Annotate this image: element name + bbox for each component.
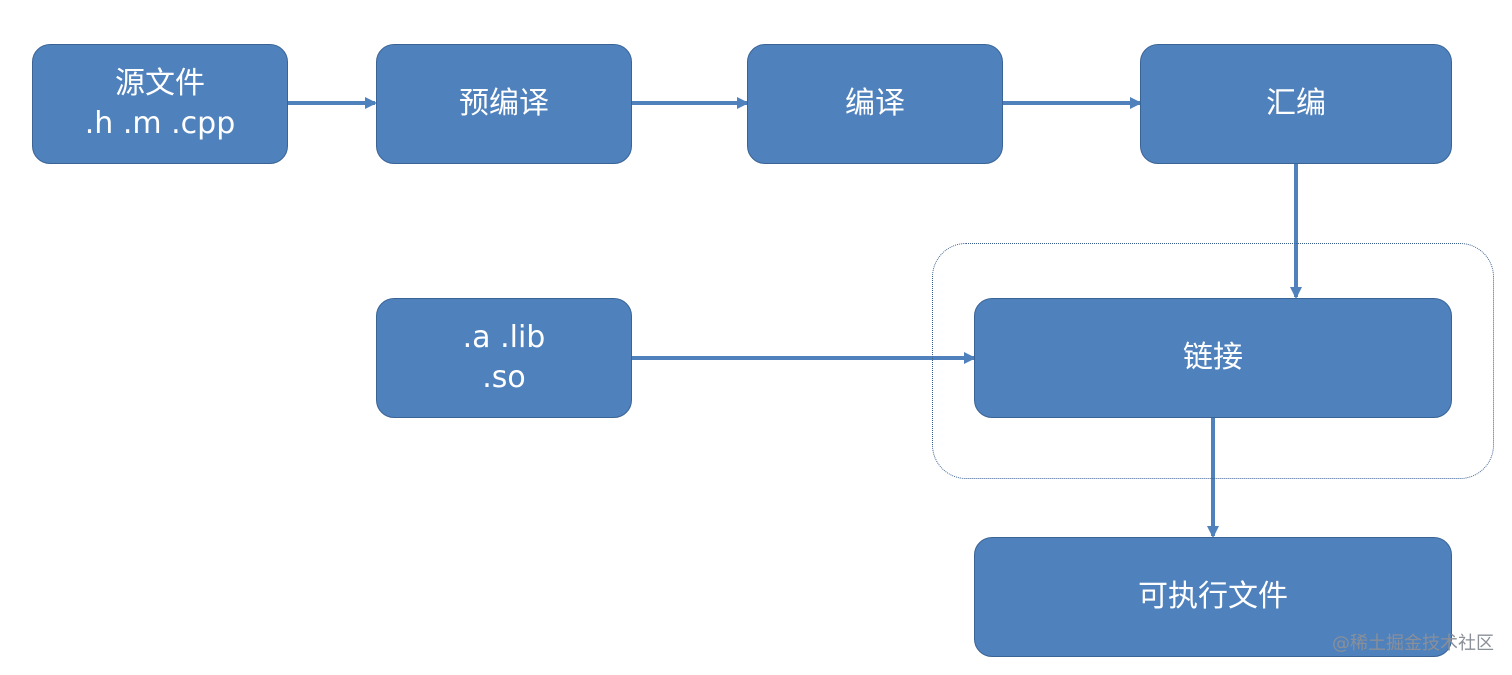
- node-executable-label: 可执行文件: [1138, 579, 1288, 614]
- node-source-files-line2: .h .m .cpp: [84, 106, 236, 141]
- node-compile-label: 编译: [845, 86, 905, 121]
- node-libraries: .a .lib .so: [376, 298, 632, 418]
- node-assemble-label: 汇编: [1266, 86, 1326, 121]
- node-source-files-line1: 源文件: [115, 66, 205, 101]
- node-compile: 编译: [747, 44, 1003, 164]
- node-source-files: 源文件 .h .m .cpp: [32, 44, 288, 164]
- link-group-outline: [932, 243, 1494, 479]
- node-preprocess: 预编译: [376, 44, 632, 164]
- node-assemble: 汇编: [1140, 44, 1452, 164]
- node-executable: 可执行文件: [974, 537, 1452, 657]
- node-libraries-line2: .so: [482, 360, 526, 395]
- watermark-text: @稀土掘金技术社区: [1332, 633, 1494, 654]
- node-preprocess-label: 预编译: [459, 86, 549, 121]
- node-libraries-line1: .a .lib: [462, 320, 546, 355]
- node-link-label: 链接: [1183, 340, 1243, 375]
- node-link: 链接: [974, 298, 1452, 418]
